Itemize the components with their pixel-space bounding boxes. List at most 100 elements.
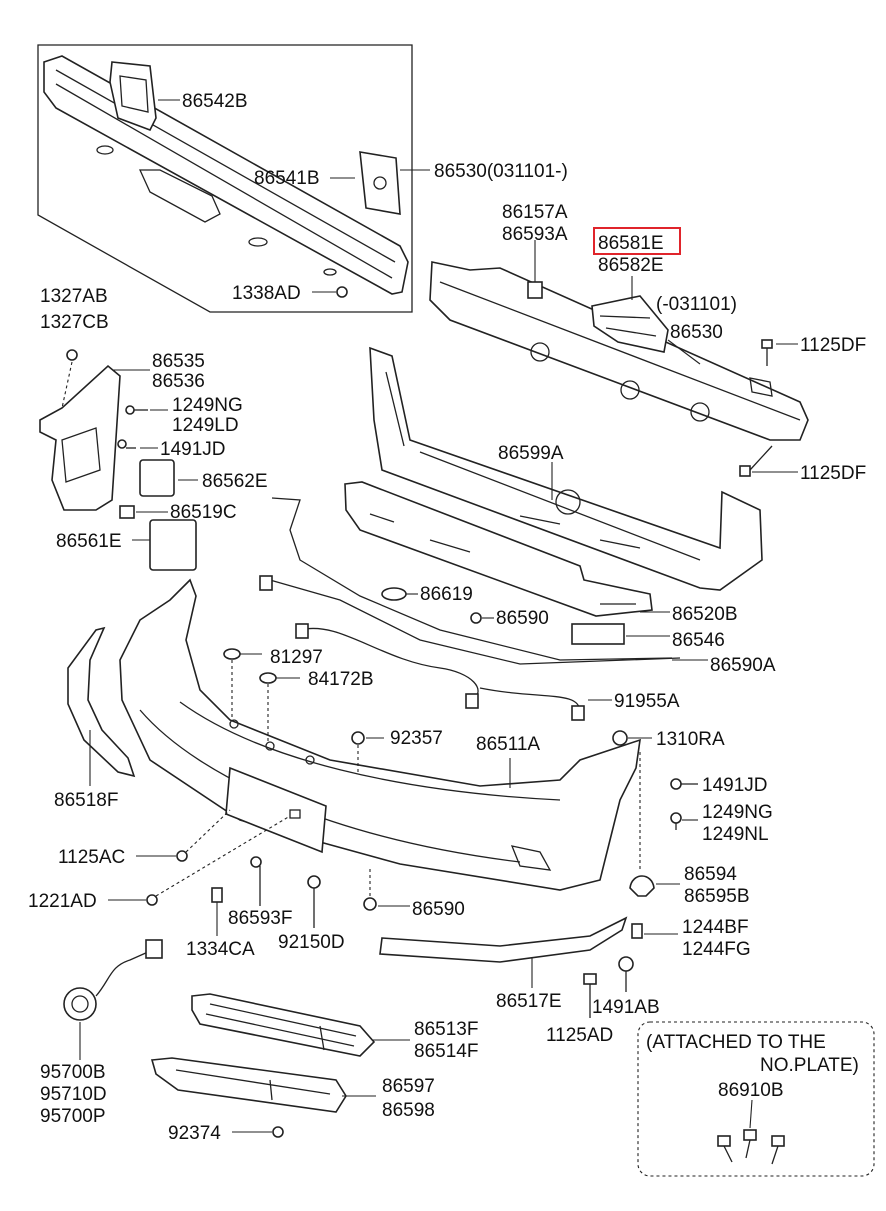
inset-box-outline xyxy=(37,44,413,313)
label-1249NG-right: 1249NG xyxy=(702,802,773,823)
label-86530-inset: 86530(031101-) xyxy=(434,161,568,182)
label-1491AB: 1491AB xyxy=(592,997,660,1018)
insert-86597 xyxy=(150,1057,347,1113)
label-86594: 86594 xyxy=(684,864,737,885)
nut-1310RA xyxy=(612,730,628,746)
label-92374: 92374 xyxy=(168,1123,221,1144)
reinforcement-beam-main xyxy=(429,261,809,441)
label-1334CA: 1334CA xyxy=(186,939,255,960)
clip-1244BF xyxy=(631,923,643,939)
clip-86590-lower xyxy=(363,868,377,911)
screw-1491JD-right xyxy=(670,778,698,790)
attached-box xyxy=(637,1021,875,1177)
label-1491JD-left: 1491JD xyxy=(160,439,226,460)
label-1125DF-lower: 1125DF xyxy=(800,463,866,484)
label-1125AC: 1125AC xyxy=(58,847,125,868)
bolt-1125AC xyxy=(176,809,231,862)
label-86597: 86597 xyxy=(382,1076,435,1097)
label-1125AD: 1125AD xyxy=(546,1025,613,1046)
label-86593F: 86593F xyxy=(228,908,292,929)
absorber-86520B xyxy=(344,481,653,617)
highlight-86581E xyxy=(593,227,681,255)
screw-1249NG-left xyxy=(125,405,148,415)
clip-92150D xyxy=(307,875,321,928)
bracket-86542B xyxy=(109,61,157,132)
bumper-cover-86511A xyxy=(119,578,641,891)
clip-92357 xyxy=(351,731,365,745)
label-1249NL: 1249NL xyxy=(702,824,769,845)
label-1327AB: 1327AB xyxy=(40,286,108,307)
label-84172B: 84172B xyxy=(308,669,374,690)
bolts-86910B xyxy=(717,1099,785,1165)
screw-1491JD-left xyxy=(117,439,136,449)
label-86581E[interactable]: 86581E xyxy=(598,233,664,254)
label-86582E: 86582E xyxy=(598,255,664,276)
label-1491JD-right: 1491JD xyxy=(702,775,768,796)
label-1249LD: 1249LD xyxy=(172,415,239,436)
grille-86513F xyxy=(191,993,376,1057)
label-1310RA: 1310RA xyxy=(656,729,725,750)
pad-86546 xyxy=(571,623,625,645)
label-1244FG: 1244FG xyxy=(682,939,751,960)
label-86910B: 86910B xyxy=(718,1080,784,1101)
attached-note-line2: NO.PLATE) xyxy=(760,1055,859,1076)
label-95700P: 95700P xyxy=(40,1106,106,1127)
absorber-86581E xyxy=(591,295,669,353)
clip-86519C xyxy=(119,505,135,519)
label-86619: 86619 xyxy=(420,584,473,605)
lip-86517E xyxy=(379,916,628,963)
label-1221AD: 1221AD xyxy=(28,891,97,912)
label-86599A: 86599A xyxy=(498,443,564,464)
label-86517E: 86517E xyxy=(496,991,562,1012)
bolt-1221AD xyxy=(146,815,291,906)
label-86546: 86546 xyxy=(672,630,725,651)
label-86590-upper: 86590 xyxy=(496,608,549,629)
moulding-86518F xyxy=(67,626,136,778)
label-81297: 81297 xyxy=(270,647,323,668)
label-86590-lower: 86590 xyxy=(412,899,465,920)
label-86562E: 86562E xyxy=(202,471,268,492)
clip-86590-upper xyxy=(470,612,482,624)
label-86541B: 86541B xyxy=(254,168,320,189)
label-95710D: 95710D xyxy=(40,1084,107,1105)
label-031101: (-031101) xyxy=(656,294,737,315)
label-86530-main: 86530 xyxy=(670,322,723,343)
clip-1334CA xyxy=(211,887,223,903)
label-92357: 92357 xyxy=(390,728,443,749)
clip-86593F xyxy=(250,856,262,906)
label-86590A: 86590A xyxy=(710,655,776,676)
label-86157A: 86157A xyxy=(502,202,568,223)
clip-86594 xyxy=(629,875,655,897)
screw-92374 xyxy=(272,1126,284,1138)
label-86514F: 86514F xyxy=(414,1041,478,1062)
screw-1249NG-right xyxy=(670,812,682,830)
cap-84172B xyxy=(259,672,277,684)
label-86598: 86598 xyxy=(382,1100,435,1121)
fog-lamp-95700B xyxy=(63,939,163,1021)
label-86519C: 86519C xyxy=(170,502,237,523)
bolt-1125DF-upper xyxy=(761,339,773,366)
bolt-1125AD xyxy=(583,973,597,1018)
label-86513F: 86513F xyxy=(414,1019,478,1040)
absorber-86599A xyxy=(369,346,763,591)
cap-86619 xyxy=(381,587,407,601)
label-1125DF-upper: 1125DF xyxy=(800,335,866,356)
label-1249NG-left: 1249NG xyxy=(172,395,243,416)
label-1327CB: 1327CB xyxy=(40,312,109,333)
label-1338AD: 1338AD xyxy=(232,283,301,304)
side-bracket-86535 xyxy=(39,364,121,511)
label-86542B: 86542B xyxy=(182,91,248,112)
label-86511A: 86511A xyxy=(476,734,540,755)
pad-86562E xyxy=(139,459,175,497)
clip-86157A xyxy=(527,281,543,299)
bracket-86590A xyxy=(271,497,673,661)
cap-81297 xyxy=(223,648,241,660)
bolt-1125DF-lower xyxy=(739,445,773,477)
label-86535: 86535 xyxy=(152,351,205,372)
sensor-wiring-harness xyxy=(259,575,681,721)
nut-1338AD xyxy=(336,286,348,298)
pad-86561E xyxy=(149,519,197,571)
label-86595B: 86595B xyxy=(684,886,750,907)
